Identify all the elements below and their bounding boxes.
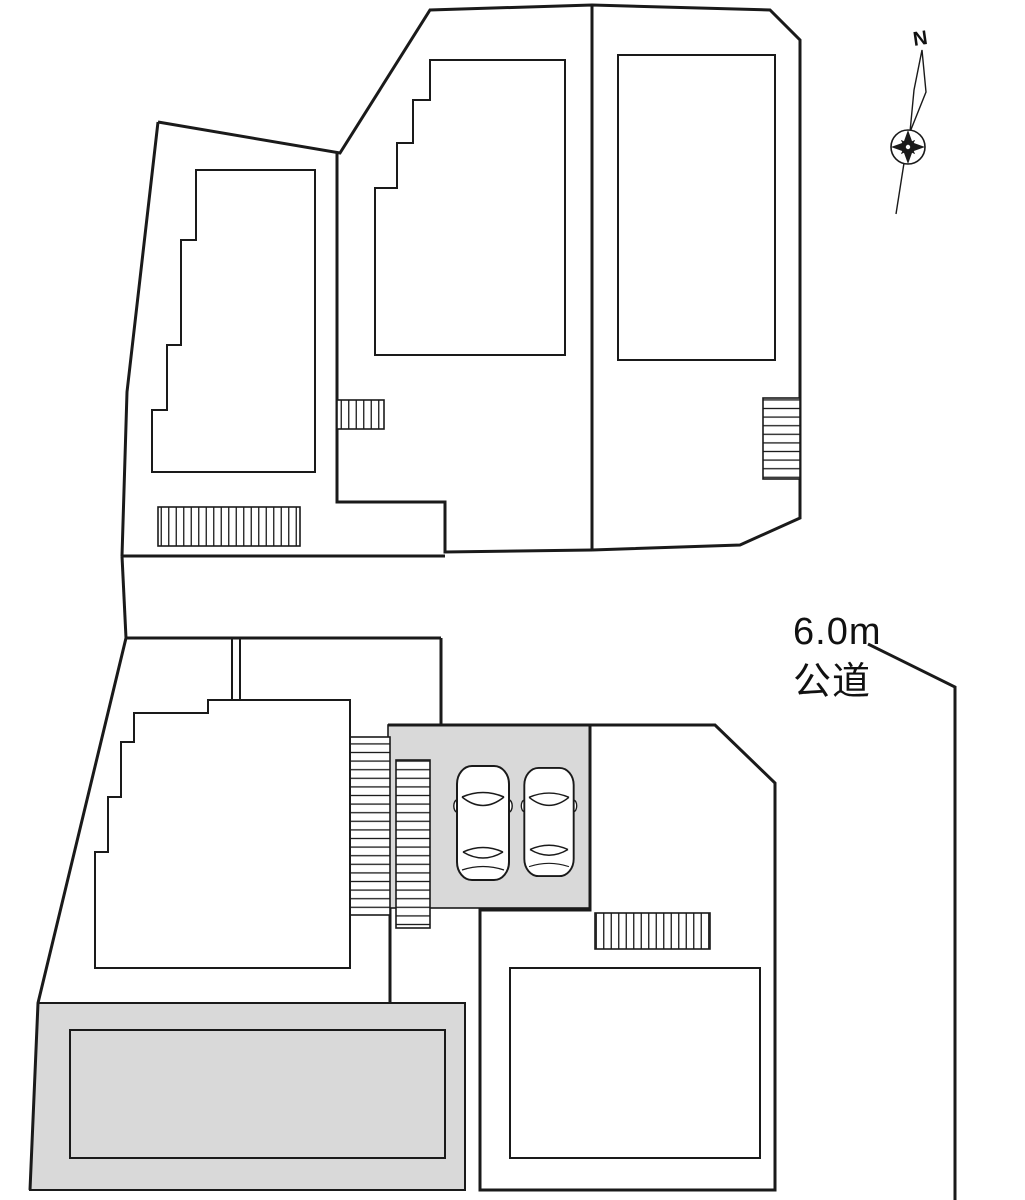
road-type-label: 公道 — [793, 661, 871, 703]
west-edge-lower — [28, 637, 128, 1191]
house-footprint-lower-left — [94, 699, 351, 969]
stairs — [157, 397, 801, 950]
house-footprint-top-right — [617, 54, 776, 361]
stairs-center-long-b — [395, 759, 431, 929]
car-1 — [452, 765, 514, 881]
stairs-right-plot — [762, 397, 801, 480]
west-edge-mid — [120, 555, 128, 639]
bottom-paved-area — [28, 1002, 466, 1191]
house-footprint-lower-right — [509, 967, 761, 1159]
stairs-left-plot — [157, 506, 301, 547]
house-footprint-top-middle — [374, 59, 566, 356]
car-2 — [520, 766, 578, 878]
stairs-middle-plot — [336, 399, 385, 430]
upper-boundary-chain — [157, 3, 802, 552]
compass-needle — [909, 49, 927, 133]
compass-rosette-hub — [905, 144, 911, 150]
road-width-label: 6.0m — [793, 611, 881, 653]
house-footprints — [94, 54, 776, 1159]
stairs-lower-right-plot — [594, 912, 711, 950]
bottom-paved-inner-rect — [69, 1029, 446, 1159]
north-label: N — [912, 27, 929, 51]
road: 6.0m 公道 — [793, 611, 957, 1200]
house-footprint-left — [151, 169, 316, 473]
compass-tail-line — [895, 162, 905, 215]
road-edge-line — [867, 642, 957, 1200]
left-plot-west-edge — [120, 121, 160, 557]
stairs-center-long-a — [346, 736, 391, 916]
north-compass: N — [890, 27, 929, 215]
middle-plot-inner-boundary — [335, 152, 593, 554]
